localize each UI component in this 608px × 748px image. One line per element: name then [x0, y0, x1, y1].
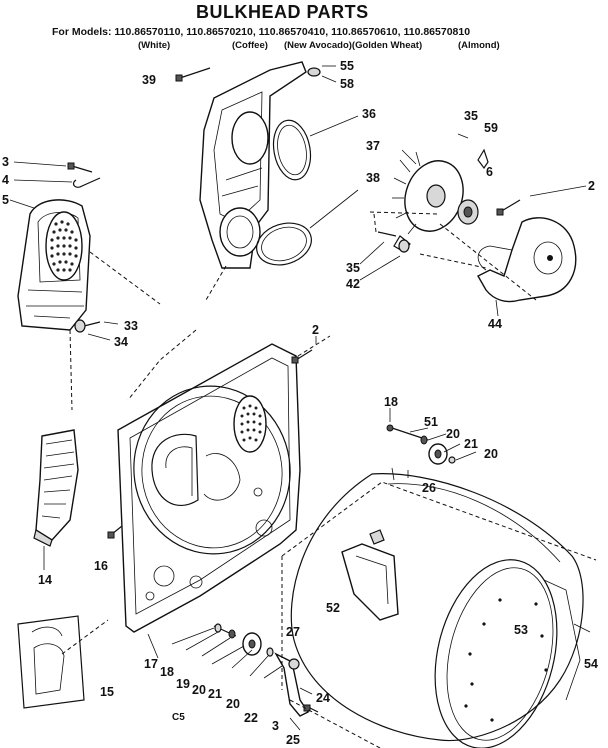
- callout-33: 33: [124, 319, 138, 333]
- screw-2-upper: [496, 185, 587, 216]
- callout-38: 38: [366, 171, 380, 185]
- callout-20-a: 20: [446, 427, 460, 441]
- callout-5: 5: [2, 193, 9, 207]
- callout-35-mid: 35: [346, 261, 360, 275]
- baffle-52: [341, 543, 399, 621]
- callouts: 39 55 58 36 35 59 37 38 6 2 3 4 5 35 42 …: [2, 59, 598, 747]
- dryer-drum-53: [281, 467, 597, 748]
- callout-20-d: 20: [226, 697, 240, 711]
- footer-code: C5: [172, 712, 185, 723]
- callout-51: 51: [424, 415, 438, 429]
- bulkhead-panel-17: [117, 343, 301, 659]
- clip-4: [13, 177, 101, 188]
- heater-duct-14: [33, 429, 79, 570]
- screw-16: [107, 525, 123, 539]
- callout-34: 34: [114, 335, 128, 349]
- callout-55: 55: [340, 59, 354, 73]
- callout-44: 44: [488, 317, 502, 331]
- models-prefix: For Models:: [52, 26, 115, 38]
- page-title: BULKHEAD PARTS: [196, 2, 369, 22]
- callout-24: 24: [316, 691, 330, 705]
- screw-33: [74, 319, 119, 341]
- callout-4: 4: [2, 173, 9, 187]
- blower-housing-44: [477, 217, 577, 317]
- lint-grill: [50, 220, 78, 272]
- models-line: For Models: 110.86570110, 110.86570210, …: [52, 26, 470, 38]
- screw-39: [175, 67, 211, 82]
- callout-18-upper: 18: [384, 395, 398, 409]
- seal-ring-38: [256, 189, 359, 266]
- callout-3-upper: 3: [2, 155, 9, 169]
- duct-bracket-36: [199, 61, 307, 269]
- callout-20-b: 20: [484, 447, 498, 461]
- screw-3-upper: [13, 161, 93, 173]
- clip-59: [457, 133, 489, 170]
- callout-52: 52: [326, 601, 340, 615]
- model-numbers: 110.86570110, 110.86570210, 110.86570410…: [114, 26, 471, 38]
- color-white: (White): [138, 40, 171, 51]
- fastener-42: [359, 231, 411, 281]
- callout-58: 58: [340, 77, 354, 91]
- callout-3-lower: 3: [272, 719, 279, 733]
- callout-2-panel: 2: [312, 323, 319, 337]
- color-coffee: (Coffee): [232, 40, 268, 51]
- callout-14: 14: [38, 573, 52, 587]
- lint-leaders: [69, 251, 161, 411]
- callout-27: 27: [286, 625, 300, 639]
- seal-ring-36: [272, 115, 359, 181]
- color-avocado-wheat: (New Avocado)(Golden Wheat): [284, 40, 423, 51]
- callout-25: 25: [286, 733, 300, 747]
- callout-2-upper: 2: [588, 179, 595, 193]
- callout-35-top: 35: [464, 109, 478, 123]
- callout-22: 22: [244, 711, 258, 725]
- callout-6: 6: [486, 165, 493, 179]
- callout-19: 19: [176, 677, 190, 691]
- bearing-assembly-lower: [171, 623, 319, 731]
- callout-53: 53: [514, 623, 528, 637]
- panel-grill: [240, 404, 262, 442]
- callout-26: 26: [422, 481, 436, 495]
- blower-assembly-outline: [369, 211, 537, 301]
- callout-15: 15: [100, 685, 114, 699]
- hub-6: [457, 199, 479, 225]
- callout-42: 42: [346, 277, 360, 291]
- callout-20-c: 20: [192, 683, 206, 697]
- callout-59: 59: [484, 121, 498, 135]
- callout-17: 17: [144, 657, 158, 671]
- callout-18-lower: 18: [160, 665, 174, 679]
- color-almond: (Almond): [458, 40, 500, 51]
- bearing-assembly-upper: [386, 408, 477, 465]
- callout-37: 37: [366, 139, 380, 153]
- lint-housing-5: [9, 199, 91, 331]
- callout-54: 54: [584, 657, 598, 671]
- nut-58: [307, 65, 337, 83]
- callout-39: 39: [142, 73, 156, 87]
- cover-15: [17, 615, 109, 709]
- callout-21-lower: 21: [208, 687, 222, 701]
- panel-leaders: [127, 265, 331, 401]
- screw-2-panel: [291, 336, 317, 364]
- callout-16: 16: [94, 559, 108, 573]
- callout-21-upper: 21: [464, 437, 478, 451]
- callout-36: 36: [362, 107, 376, 121]
- blower-wheel-37: [392, 149, 464, 235]
